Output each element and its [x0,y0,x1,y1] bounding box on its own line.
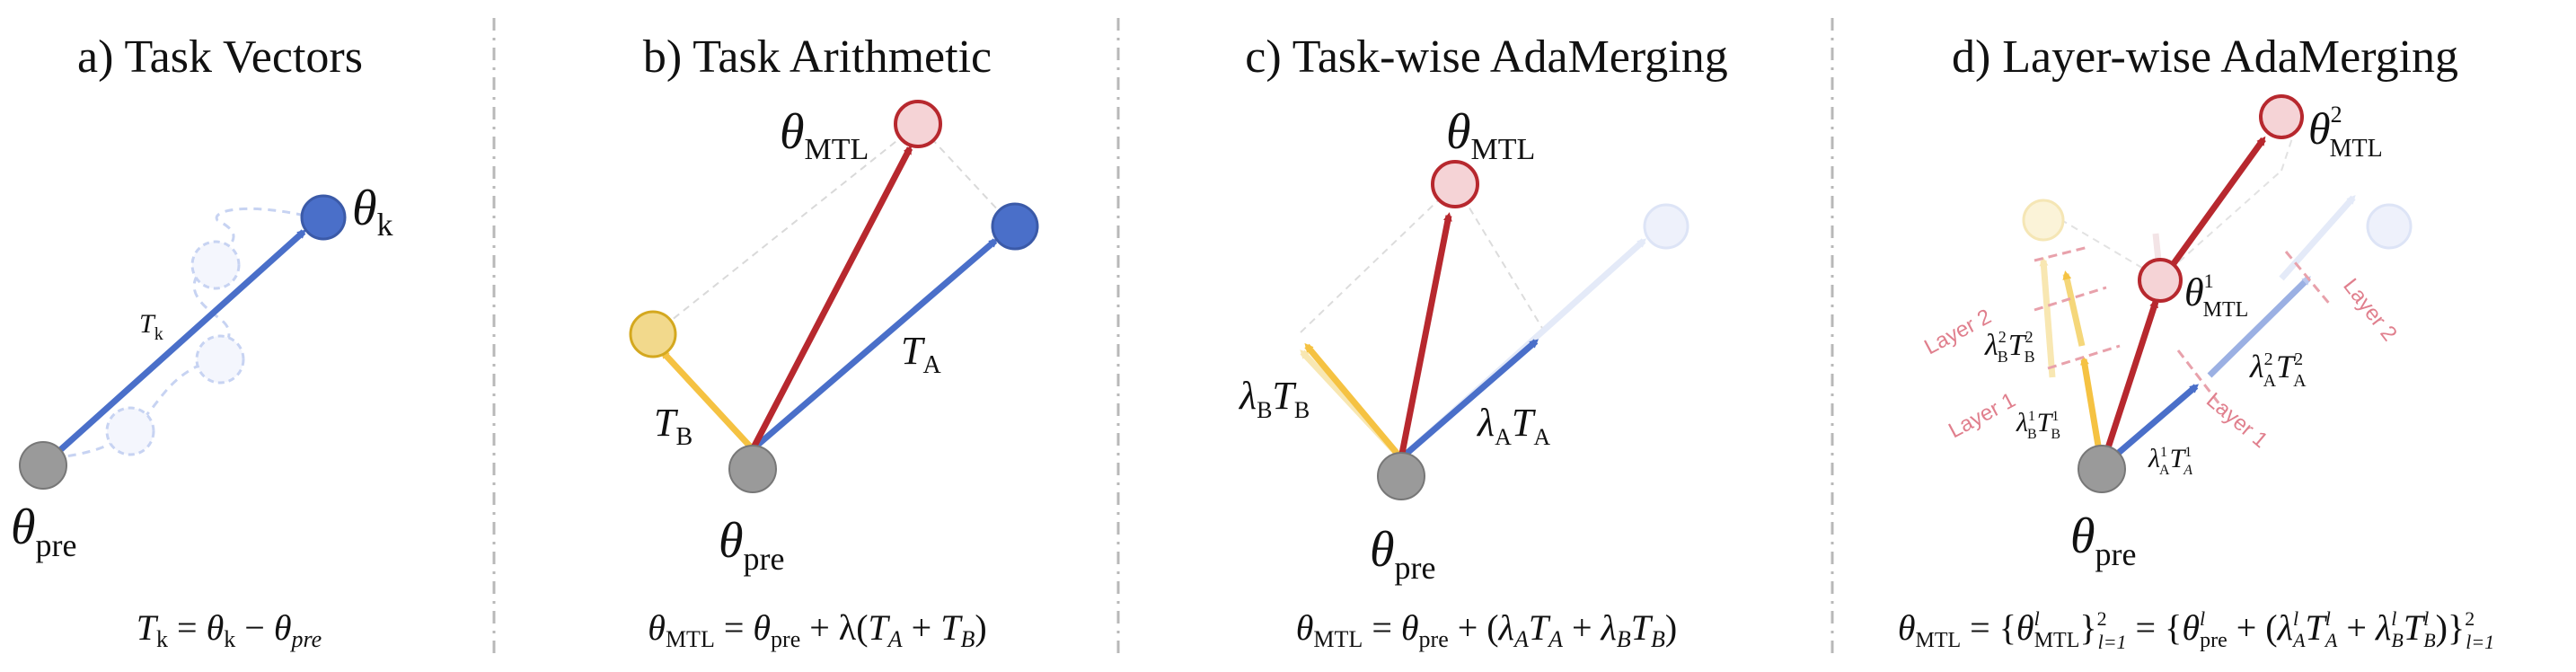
panel-b-formula: θMTL = θpre + λ(TA + TB) [648,607,986,652]
tick-left-layer2 [2033,286,2107,312]
layer1-right-label: Layer 1 [2201,388,2272,453]
task-a-arrow [750,238,999,452]
layer-ticks [2033,245,2333,410]
task-b-node [629,310,677,358]
tick-left-layer1 [2047,344,2121,370]
scaled-task-a-arrow [1398,339,1539,461]
panel-a: a) Task Vectors θk Tk θpre Tk = θk − θpr… [11,31,393,652]
theta-pre-node [2078,445,2126,493]
theta-mtl-node [894,100,942,148]
task-b-layer2-arrow [2062,270,2086,347]
scaled-task-b-arrow [1304,342,1404,461]
merged-layer1-arrow [2098,298,2159,469]
ghost-node-1 [105,406,155,456]
layer1-left-label: Layer 1 [1945,388,2019,443]
trajectory-path [53,207,305,460]
lambda-a-t-a-label: λATA [1476,401,1550,450]
task-vector-arrow [40,229,306,468]
ghost-node-3 [190,240,241,290]
theta-mtl-node [1431,160,1479,208]
panel-c-formula: θMTL = θpre + (λATA + λBTB) [1296,607,1677,652]
parallelogram-guides [1300,183,1546,333]
theta-pre-label: θpre [1370,522,1435,586]
tick-top-layer2 [2033,245,2089,262]
panel-c: c) Task-wise AdaMerging θMTL λBTB λATA θ… [1238,31,1728,652]
panel-d-title: d) Layer-wise AdaMerging [1952,31,2458,83]
layer2-left-label: Layer 2 [1920,305,1995,359]
merged-layer2-arrow [2160,136,2266,281]
theta-k-node [300,194,347,241]
theta-pre-label: θpre [719,513,784,577]
lambda-b-t-b-label: λBTB [1238,374,1310,423]
t-a-label: TA [901,329,941,379]
panel-d: d) Layer-wise AdaMerging [1898,31,2494,653]
layer2-right-label: Layer 2 [2338,274,2402,346]
faint-task-a-node [1643,203,1689,250]
task-a-node [991,202,1039,251]
theta-pre-node [1377,452,1425,500]
panel-a-formula: Tk = θk − θpre [137,607,322,652]
theta-mtl2-node [2259,94,2304,139]
t-b-label: TB [654,401,693,451]
merged-arrow [1398,212,1452,459]
theta-pre-node [728,445,777,493]
theta-mtl-label: θMTL [1446,104,1535,166]
tick-right-layer1 [2176,349,2225,410]
theta-k-label: θk [352,181,393,243]
task-a-layer2-arrow [2207,276,2311,378]
panel-b: b) Task Arithmetic θMTL TA TB θpre θMTL … [629,31,1039,652]
theta-pre-label: θpre [11,500,76,563]
parallelogram-guides [2038,116,2300,279]
theta-mtl-label: θMTL [780,104,869,166]
panel-dividers [492,18,1834,660]
theta-pre-node [19,441,67,490]
faint-task-a-arrow-upper [2279,195,2356,281]
panel-b-title: b) Task Arithmetic [643,31,992,83]
faint-task-b-arrow [2039,257,2056,378]
trajectory-ghost-nodes [105,240,245,456]
t-k-label: Tk [139,309,163,344]
theta-mtl1-node [2138,258,2183,303]
ghost-node-2 [195,334,245,385]
theta-pre-label: θpre [2070,508,2136,572]
dashed-trajectory [53,207,305,460]
faint-task-b-node [2022,199,2065,242]
task-b-arrow [660,349,755,452]
panel-c-title: c) Task-wise AdaMerging [1245,31,1727,83]
tick-right-layer2 [2284,251,2333,306]
panel-a-title: a) Task Vectors [77,31,363,83]
faint-task-a-node [2366,203,2413,250]
merged-arrow [749,145,913,451]
